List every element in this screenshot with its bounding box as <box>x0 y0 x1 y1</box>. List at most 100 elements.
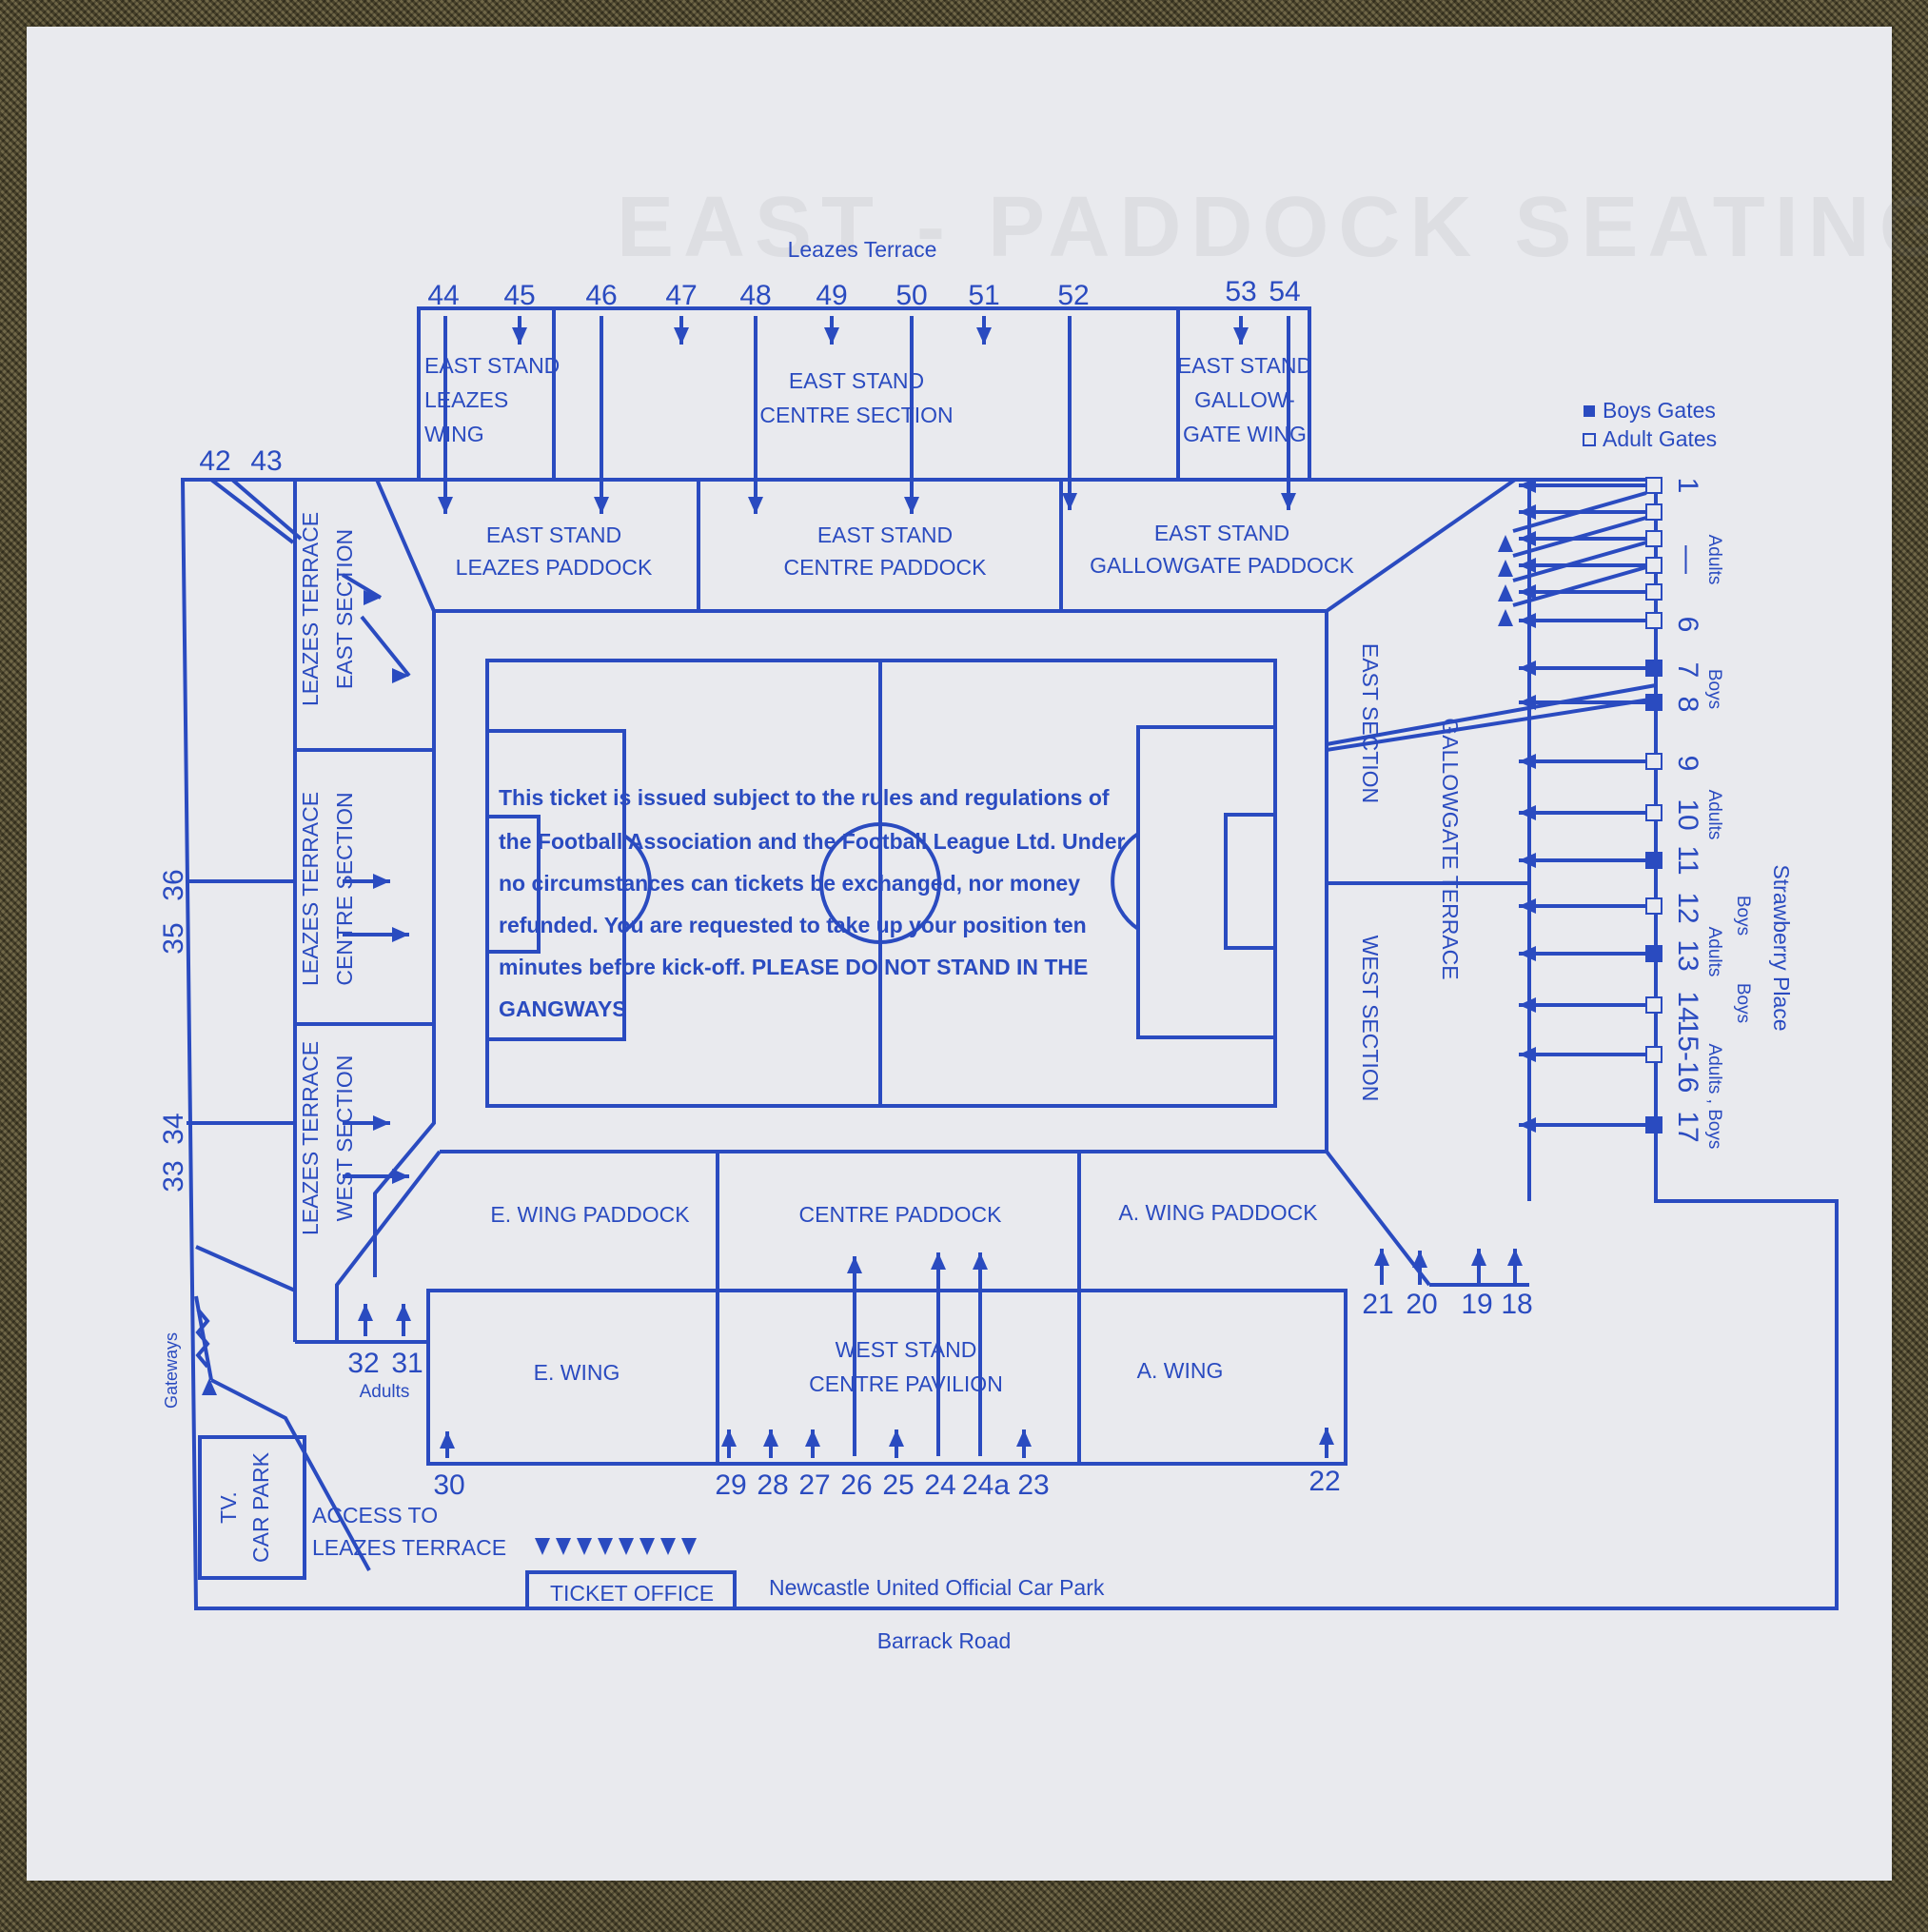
arrow-head <box>1519 695 1536 710</box>
caption-adults-1: Adults <box>1704 535 1724 585</box>
arrow-shaft <box>341 573 383 600</box>
gate-27: 27 <box>798 1469 830 1501</box>
arrow-shaft <box>360 615 411 678</box>
gate-45: 45 <box>503 280 535 311</box>
arrow-head <box>392 927 409 942</box>
gate-31: 31 <box>391 1348 423 1379</box>
gate-1: 1 <box>1672 478 1703 494</box>
arrow-head <box>973 1252 988 1270</box>
arrow-head <box>594 497 609 514</box>
boys-gate-box <box>1645 694 1662 711</box>
arrow-head <box>1233 327 1249 345</box>
arrow-head <box>1519 997 1536 1013</box>
adult-gate-box <box>1645 503 1662 521</box>
boys-gate-box <box>1645 852 1662 869</box>
notice-line-6: GANGWAYS <box>499 996 627 1021</box>
es-leazes-wing-3: WING <box>424 422 484 446</box>
gate-24a: 24a <box>962 1469 1010 1501</box>
arrow-head <box>1519 531 1536 546</box>
boys-gate-box <box>1645 660 1662 677</box>
arrow-head <box>748 497 763 514</box>
ticket-office: TICKET OFFICE <box>550 1581 714 1606</box>
adult-gate-box <box>1645 477 1662 494</box>
arrow-head <box>535 1538 550 1555</box>
stadium-outline <box>180 306 1839 1610</box>
arrow-head <box>373 1115 390 1131</box>
tv-car-park-1: TV. <box>216 1491 241 1524</box>
arrow-head <box>392 668 409 683</box>
tv-car-park-2: CAR PARK <box>248 1451 273 1563</box>
arrow-head <box>438 497 453 514</box>
es-leazes-wing-2: LEAZES <box>424 387 508 412</box>
road-leazes-terrace: Leazes Terrace <box>788 237 937 262</box>
gate-17: 17 <box>1672 1111 1703 1142</box>
arrow-head <box>1507 1249 1523 1266</box>
arrow-head <box>1519 1117 1536 1133</box>
arrow-head <box>1519 558 1536 573</box>
gate-—: — <box>1672 545 1703 574</box>
arrow-head <box>1062 493 1077 510</box>
gate-28: 28 <box>757 1469 788 1501</box>
es-centre-paddock-2: CENTRE PADDOCK <box>784 555 988 580</box>
gate-captions-right: Adults Boys Adults Boys Adults Boys Adul… <box>1704 535 1753 1150</box>
gate-20: 20 <box>1406 1289 1437 1320</box>
es-leazes-wing-1: EAST STAND <box>424 353 560 378</box>
gate-32: 32 <box>347 1348 379 1379</box>
arrow-head <box>674 327 689 345</box>
gate-numbers-left: 36 35 34 33 <box>158 869 189 1192</box>
arrow-head <box>1498 609 1513 626</box>
adult-gate-box <box>1645 612 1662 629</box>
gate-51: 51 <box>968 280 999 311</box>
arrow-head <box>639 1538 655 1555</box>
arrow-shaft <box>1512 516 1647 558</box>
boys-gate-box <box>1645 1116 1662 1134</box>
adult-gate-box <box>1645 996 1662 1014</box>
arrow-head <box>1519 898 1536 914</box>
gate-48: 48 <box>739 280 771 311</box>
notice-line-1: This ticket is issued subject to the rul… <box>499 785 1110 810</box>
adult-gate-box <box>1645 583 1662 601</box>
gate-31-32-caption: Adults <box>360 1382 410 1402</box>
gate-47: 47 <box>665 280 697 311</box>
gate-11: 11 <box>1672 845 1703 875</box>
es-gallow-paddock-2: GALLOWGATE PADDOCK <box>1090 553 1354 578</box>
arrow-head <box>1519 660 1536 676</box>
gate-35: 35 <box>158 922 189 954</box>
gate-arrows <box>195 316 1647 1555</box>
arrow-head <box>396 1304 411 1321</box>
ws-pavilion-2: CENTRE PAVILION <box>809 1371 1003 1396</box>
arrow-head <box>440 1431 455 1449</box>
es-gallow-paddock-1: EAST STAND <box>1154 521 1289 545</box>
road-barrack-road: Barrack Road <box>877 1628 1012 1653</box>
arrow-head <box>904 497 919 514</box>
notice-line-2: the Football Association and the Footbal… <box>499 829 1126 854</box>
arrow-head <box>619 1538 634 1555</box>
arrow-head <box>931 1252 946 1270</box>
arrow-head <box>1281 493 1296 510</box>
gate-34: 34 <box>158 1113 189 1144</box>
arrow-head <box>556 1538 571 1555</box>
arrow-head <box>358 1304 373 1321</box>
arrow-head <box>577 1538 592 1555</box>
es-leazes-paddock-1: EAST STAND <box>486 522 621 547</box>
arrow-head <box>1519 504 1536 520</box>
e-wing-paddock: E. WING PADDOCK <box>490 1202 690 1227</box>
boys-gate-box <box>1645 945 1662 962</box>
gate-52: 52 <box>1057 280 1089 311</box>
arrow-head <box>1519 478 1536 493</box>
gate-19: 19 <box>1461 1289 1492 1320</box>
arrow-head <box>1519 853 1536 868</box>
gate-24: 24 <box>924 1469 955 1501</box>
arrow-head <box>364 590 381 605</box>
arrow-head <box>1519 613 1536 628</box>
gate-14: 14 <box>1672 991 1703 1022</box>
gateway-zigzag <box>195 1308 210 1369</box>
gate-13: 13 <box>1672 939 1703 971</box>
adult-gate-box <box>1645 530 1662 547</box>
gate-numbers-top: 44 45 46 47 48 49 50 51 52 53 54 42 43 <box>199 276 1300 477</box>
es-centre-paddock-1: EAST STAND <box>817 522 953 547</box>
arrow-head <box>805 1429 820 1447</box>
arrow-head <box>1016 1429 1032 1447</box>
